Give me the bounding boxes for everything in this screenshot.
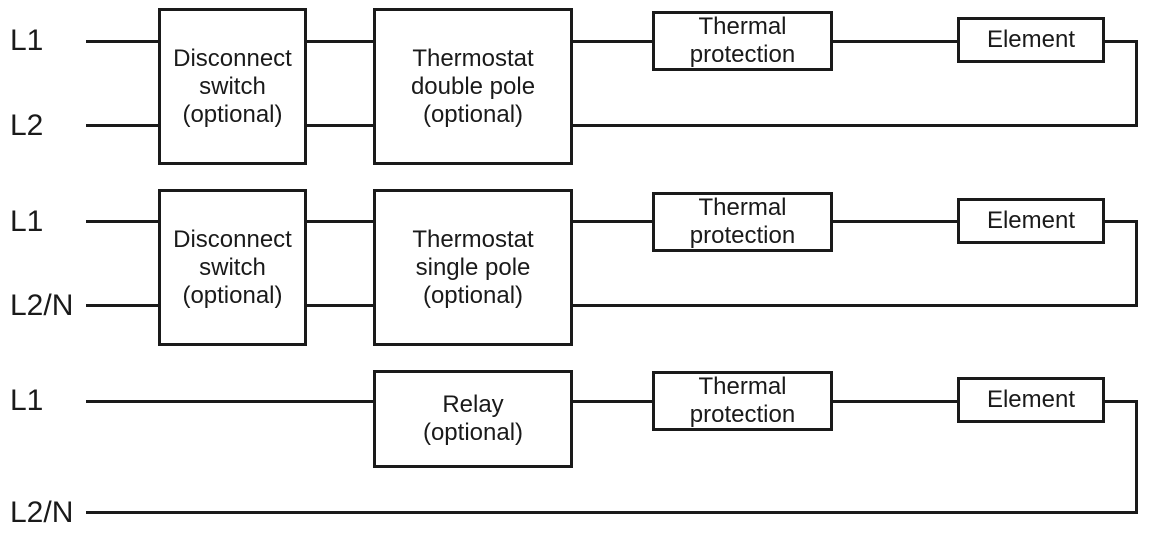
box-label-line: double pole	[410, 72, 536, 100]
box-label-line: protection	[689, 401, 796, 428]
box-label-line: (optional)	[422, 419, 524, 446]
box-label-line: switch	[199, 253, 266, 281]
row2-wire-thermostat-to-thermal	[573, 220, 652, 223]
row1-wire-disconnect-to-thermostat-top	[307, 40, 373, 43]
row3-input-label-l2n: L2/N	[10, 496, 74, 529]
box-label-line: Element	[986, 26, 1076, 53]
box-label-line: Disconnect	[173, 44, 292, 72]
box-label-line: Thermostat	[412, 225, 534, 253]
box-label-line: (optional)	[182, 100, 283, 128]
row2-wire-return-vertical	[1135, 220, 1138, 307]
row3-wire-element-to-return	[1105, 400, 1138, 403]
row3-element-box: Element	[957, 377, 1105, 423]
row1-thermal-protection-label: Thermal protection	[690, 13, 795, 69]
row2-element-box: Element	[957, 198, 1105, 244]
box-label-line: single pole	[415, 253, 531, 281]
row2-wire-l1-input	[86, 220, 158, 223]
row1-wire-thermostat-to-thermal	[573, 40, 652, 43]
row2-thermostat-single-pole-box: Thermostat single pole (optional)	[373, 189, 573, 346]
row3-wire-relay-to-thermal	[573, 400, 652, 403]
row2-thermal-protection-label: Thermal protection	[690, 194, 795, 250]
row1-wire-disconnect-to-thermostat-bottom	[307, 124, 373, 127]
row2-thermal-protection-box: Thermal protection	[652, 192, 833, 252]
row1-thermostat-double-pole-box: Thermostat double pole (optional)	[373, 8, 573, 165]
row2-wire-disconnect-to-thermostat-bottom	[307, 304, 373, 307]
row2-disconnect-switch-box: Disconnect switch (optional)	[158, 189, 307, 346]
row1-thermostat-double-pole-label: Thermostat double pole (optional)	[411, 45, 535, 129]
box-label-line: protection	[689, 41, 796, 68]
row1-input-label-l1: L1	[10, 24, 44, 57]
box-label-line: Thermostat	[412, 44, 534, 72]
row3-wire-l2n-bottom	[86, 511, 1138, 514]
row1-disconnect-switch-label: Disconnect switch (optional)	[173, 45, 292, 129]
row2-wire-return-bottom	[573, 304, 1138, 307]
row3-input-label-l1: L1	[10, 384, 44, 417]
box-label-line: Thermal	[698, 13, 787, 40]
box-label-line: Relay	[442, 391, 504, 418]
row1-wire-return-bottom	[573, 124, 1138, 127]
row2-wire-element-to-return	[1105, 220, 1138, 223]
row3-thermal-protection-box: Thermal protection	[652, 371, 833, 431]
row3-element-label: Element	[987, 386, 1075, 414]
row1-input-label-l2: L2	[10, 109, 44, 142]
row1-wire-l2-input	[86, 124, 158, 127]
row2-input-label-l1: L1	[10, 205, 44, 238]
row3-relay-label: Relay (optional)	[423, 391, 523, 447]
row3-thermal-protection-label: Thermal protection	[690, 373, 795, 429]
box-label-line: Thermal	[698, 194, 787, 221]
row1-thermal-protection-box: Thermal protection	[652, 11, 833, 71]
row2-wire-disconnect-to-thermostat-top	[307, 220, 373, 223]
row1-disconnect-switch-box: Disconnect switch (optional)	[158, 8, 307, 165]
box-label-line: Thermal	[698, 373, 787, 400]
row2-wire-thermal-to-element	[833, 220, 957, 223]
box-label-line: (optional)	[182, 281, 283, 309]
row3-wire-return-vertical	[1135, 400, 1138, 514]
row3-wire-l1-input	[86, 400, 373, 403]
row2-input-label-l2n: L2/N	[10, 289, 74, 322]
box-label-line: (optional)	[422, 100, 524, 128]
box-label-line: (optional)	[422, 281, 524, 309]
row1-wire-element-to-return	[1105, 40, 1138, 43]
row2-disconnect-switch-label: Disconnect switch (optional)	[173, 226, 292, 310]
row1-wire-return-vertical	[1135, 40, 1138, 127]
box-label-line: protection	[689, 222, 796, 249]
row3-relay-box: Relay (optional)	[373, 370, 573, 468]
row3-wire-thermal-to-element	[833, 400, 957, 403]
row2-wire-l2n-input	[86, 304, 158, 307]
box-label-line: switch	[199, 72, 266, 100]
box-label-line: Element	[986, 207, 1076, 234]
row1-wire-thermal-to-element	[833, 40, 957, 43]
row2-element-label: Element	[987, 207, 1075, 235]
row2-thermostat-single-pole-label: Thermostat single pole (optional)	[412, 226, 533, 310]
row1-element-label: Element	[987, 26, 1075, 54]
box-label-line: Element	[986, 386, 1076, 413]
box-label-line: Disconnect	[173, 225, 292, 253]
row1-element-box: Element	[957, 17, 1105, 63]
row1-wire-l1-input	[86, 40, 158, 43]
